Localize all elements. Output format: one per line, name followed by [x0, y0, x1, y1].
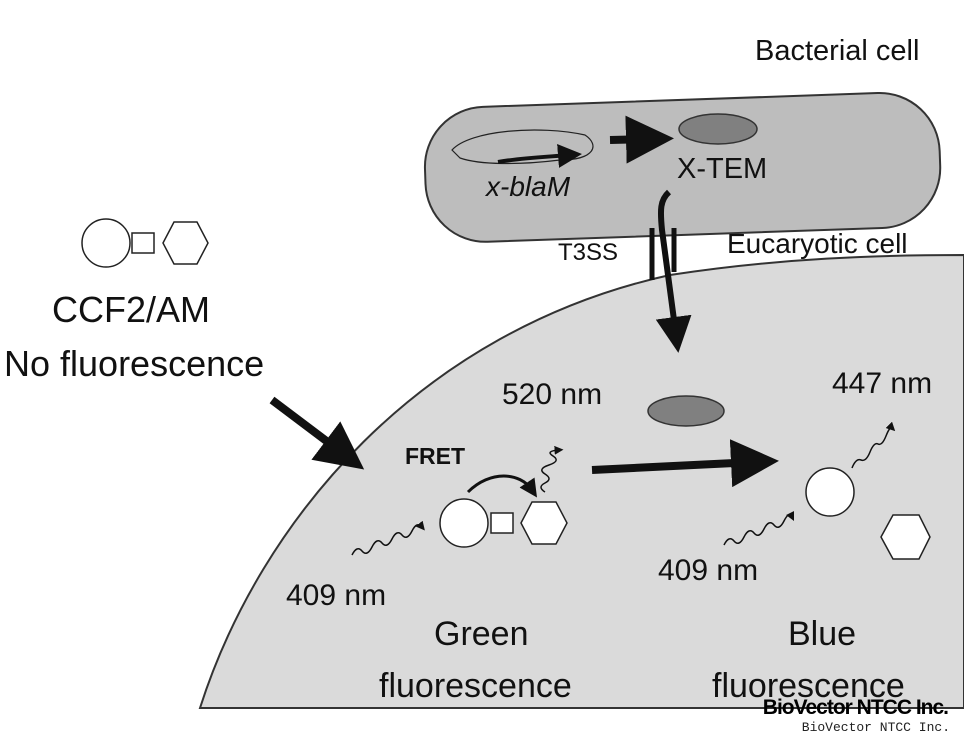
entry-arrow-icon [269, 396, 365, 470]
excitation-right-label: 409 nm [658, 554, 758, 587]
wavy-excitation-right-icon [723, 510, 795, 546]
gene-label: x-blaM [484, 171, 571, 202]
plasmid-icon [451, 129, 594, 165]
t3ss-label: T3SS [558, 239, 618, 266]
x-tem-protein-icon [678, 113, 758, 145]
emission-green-label: 520 nm [502, 378, 602, 411]
watermark-mono: BioVector NTCC Inc. [801, 720, 950, 735]
blue-label-1: Blue [788, 615, 856, 653]
watermark-bold: BioVector NTCC Inc. [762, 696, 949, 719]
excitation-left-label: 409 nm [286, 579, 386, 612]
ccf2-molecule-icon [81, 218, 209, 268]
blue-label-2: fluorescence [712, 667, 905, 705]
no-fluorescence-label: No fluorescence [4, 343, 264, 384]
translocation-arrow-icon [655, 189, 692, 353]
translocated-protein-icon [647, 395, 725, 427]
eukaryotic-cell-shape [198, 253, 964, 709]
protein-label: X-TEM [677, 153, 767, 185]
coumarin-icon [805, 467, 855, 517]
substrate-label: CCF2/AM [52, 289, 210, 330]
fret-label: FRET [405, 443, 465, 469]
wavy-emission-blue-icon [851, 421, 896, 469]
fluorescein-icon [880, 514, 931, 560]
green-label-2: fluorescence [379, 667, 572, 705]
emission-blue-label: 447 nm [832, 367, 932, 400]
wavy-emission-green-icon [540, 445, 564, 493]
bacterial-cell-label: Bacterial cell [755, 35, 919, 67]
wavy-excitation-left-icon [351, 520, 425, 556]
gene-arrow-icon [497, 143, 582, 168]
fret-arrow-icon [466, 474, 538, 498]
ccf2-intact-icon [439, 498, 568, 548]
eukaryotic-cell-label: Eucaryotic cell [727, 228, 908, 259]
expression-arrow-icon [609, 115, 674, 164]
cleavage-arrow-icon [591, 439, 779, 488]
green-label-1: Green [434, 615, 529, 653]
